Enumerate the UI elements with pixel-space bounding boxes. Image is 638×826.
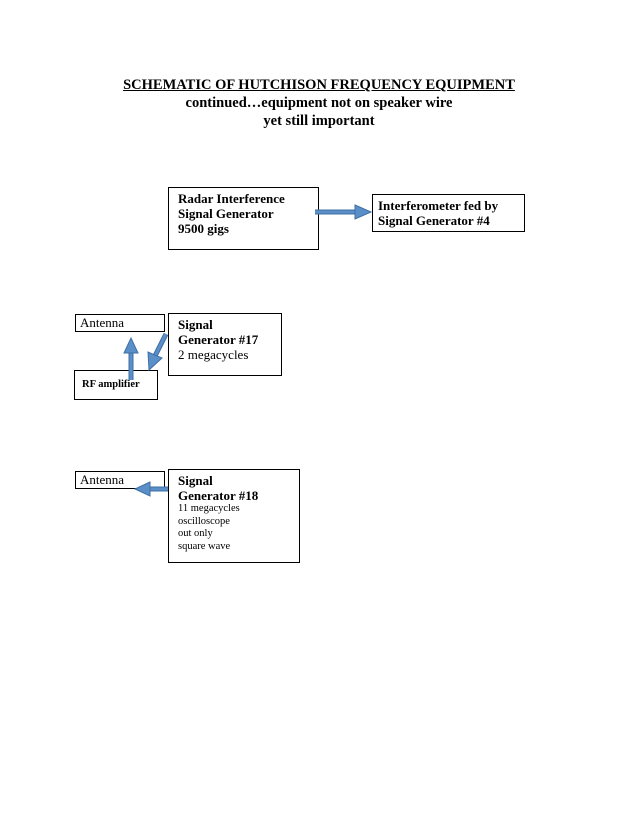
radar-box-line-2: Signal Generator (178, 206, 274, 221)
page-header: SCHEMATIC OF HUTCHISON FREQUENCY EQUIPME… (0, 76, 638, 130)
sg18-box-line-6: square wave (178, 540, 231, 552)
radar-box-line-1: Radar Interference (178, 191, 285, 206)
antenna-top-box: Antenna (75, 314, 165, 332)
antenna-bottom-box: Antenna (75, 471, 165, 489)
sg17-box-line-1: Signal (178, 317, 213, 332)
radar-box-line-3: 9500 gigs (178, 221, 229, 236)
page-subtitle-line-2: yet still important (263, 113, 375, 129)
arrow-radar-to-interferometer (315, 204, 373, 220)
radar-interference-box: Radar Interference Signal Generator 9500… (168, 187, 319, 250)
signal-generator-17-box: Signal Generator #17 2 megacycles (168, 313, 282, 376)
sg17-box-line-3: 2 megacycles (178, 347, 249, 362)
sg18-box-line-5: out only (178, 528, 213, 539)
sg18-box-line-1: Signal (178, 473, 213, 488)
sg18-box-line-4: oscilloscope (178, 515, 230, 527)
interferometer-box-line-2: Signal Generator #4 (378, 213, 490, 228)
interferometer-box-line-1: Interferometer fed by (378, 198, 499, 213)
rf-amplifier-box: RF amplifier (74, 370, 158, 400)
interferometer-box: Interferometer fed by Signal Generator #… (372, 194, 525, 232)
sg18-box-line-3: 11 megacycles (178, 503, 240, 514)
page-title: SCHEMATIC OF HUTCHISON FREQUENCY EQUIPME… (123, 77, 515, 93)
antenna-top-label: Antenna (80, 315, 125, 330)
signal-generator-18-box: Signal Generator #18 11 megacycles oscil… (168, 469, 300, 563)
antenna-bottom-label: Antenna (80, 472, 125, 487)
sg17-box-line-2: Generator #17 (178, 332, 259, 347)
page-subtitle-line-1: continued…equipment not on speaker wire (185, 95, 453, 111)
sg18-box-line-2: Generator #18 (178, 488, 259, 503)
rf-amplifier-label: RF amplifier (82, 379, 140, 390)
arrow-sg17-to-rf-amplifier (147, 332, 169, 372)
